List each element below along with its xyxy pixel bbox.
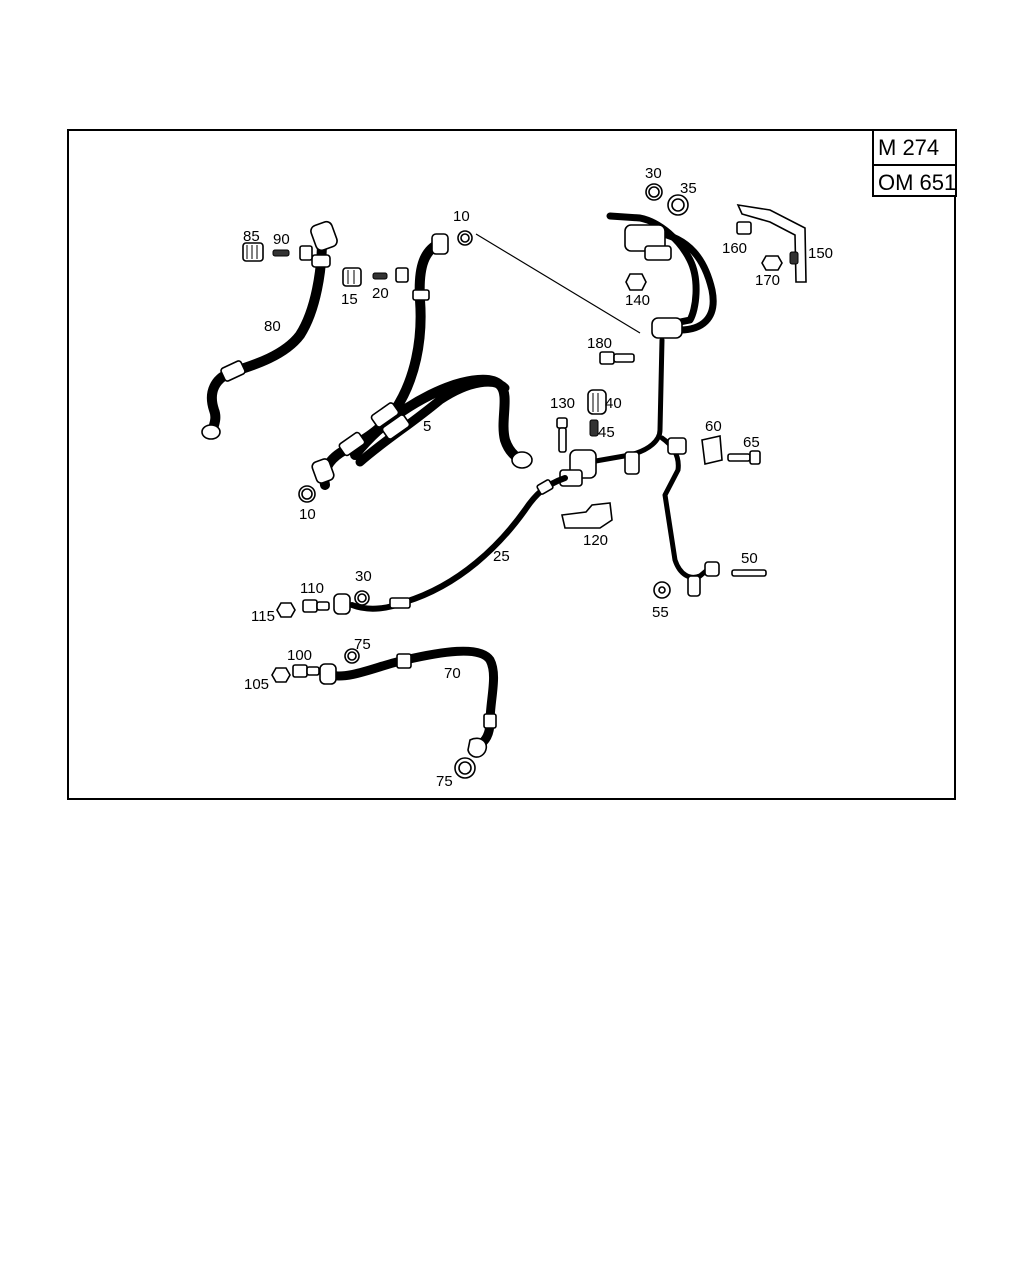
hose-assembly-5 bbox=[311, 233, 533, 490]
label-30-line25: 30 bbox=[355, 568, 372, 585]
label-115: 115 bbox=[251, 608, 275, 625]
label-160: 160 bbox=[722, 240, 747, 257]
label-110: 110 bbox=[300, 580, 324, 597]
label-75-lower: 75 bbox=[436, 773, 453, 790]
label-75-upper: 75 bbox=[354, 636, 371, 653]
bracket-120 bbox=[561, 502, 613, 529]
label-35: 35 bbox=[680, 180, 697, 197]
label-80: 80 bbox=[264, 318, 281, 335]
engine-variant-box: M 274 OM 651 bbox=[872, 129, 957, 197]
fitting-15 bbox=[342, 267, 362, 287]
valve-core-45 bbox=[589, 419, 599, 437]
plate-60 bbox=[701, 435, 723, 465]
line-25 bbox=[333, 475, 568, 615]
bracket-150 bbox=[736, 203, 807, 283]
stud-50 bbox=[731, 569, 767, 577]
label-55: 55 bbox=[652, 604, 669, 621]
label-25: 25 bbox=[493, 548, 510, 565]
clip-160 bbox=[736, 221, 752, 235]
bolt-100 bbox=[292, 664, 320, 678]
bolt-110 bbox=[302, 599, 330, 613]
label-15: 15 bbox=[341, 291, 358, 308]
hose-80 bbox=[201, 220, 338, 440]
label-180: 180 bbox=[587, 335, 612, 352]
engine-variant-om651: OM 651 bbox=[874, 164, 956, 197]
label-65: 65 bbox=[743, 434, 760, 451]
label-5: 5 bbox=[423, 418, 431, 435]
label-120: 120 bbox=[583, 532, 608, 549]
cap-40 bbox=[587, 389, 607, 415]
nut-170 bbox=[761, 251, 799, 271]
nut-140 bbox=[625, 273, 647, 291]
bolt-65 bbox=[727, 450, 761, 465]
label-105: 105 bbox=[244, 676, 269, 693]
label-140: 140 bbox=[625, 292, 650, 309]
label-50: 50 bbox=[741, 550, 758, 567]
label-170: 170 bbox=[755, 272, 780, 289]
label-30-top: 30 bbox=[645, 165, 662, 182]
label-10-lower: 10 bbox=[299, 506, 316, 523]
valve-core-20 bbox=[372, 267, 409, 283]
diagram-frame bbox=[67, 129, 956, 800]
engine-variant-m274: M 274 bbox=[878, 135, 940, 160]
nut-115 bbox=[276, 602, 296, 618]
connector-block bbox=[559, 449, 597, 487]
bolt-130 bbox=[556, 417, 568, 453]
valve-core-90 bbox=[272, 245, 313, 261]
nut-105 bbox=[271, 667, 291, 683]
label-20: 20 bbox=[372, 285, 389, 302]
nut-55 bbox=[653, 581, 671, 599]
label-45: 45 bbox=[598, 424, 615, 441]
leader-line bbox=[475, 233, 641, 334]
label-150: 150 bbox=[808, 245, 833, 262]
label-100: 100 bbox=[287, 647, 312, 664]
label-40: 40 bbox=[605, 395, 622, 412]
label-90: 90 bbox=[273, 231, 290, 248]
label-70: 70 bbox=[444, 665, 461, 682]
line-assembly-upper-right bbox=[587, 212, 720, 597]
label-60: 60 bbox=[705, 418, 722, 435]
fitting-85 bbox=[242, 242, 264, 262]
hose-70 bbox=[319, 646, 499, 758]
label-130: 130 bbox=[550, 395, 575, 412]
bolt-180 bbox=[599, 351, 635, 365]
label-10-upper: 10 bbox=[453, 208, 470, 225]
label-85: 85 bbox=[243, 228, 260, 245]
